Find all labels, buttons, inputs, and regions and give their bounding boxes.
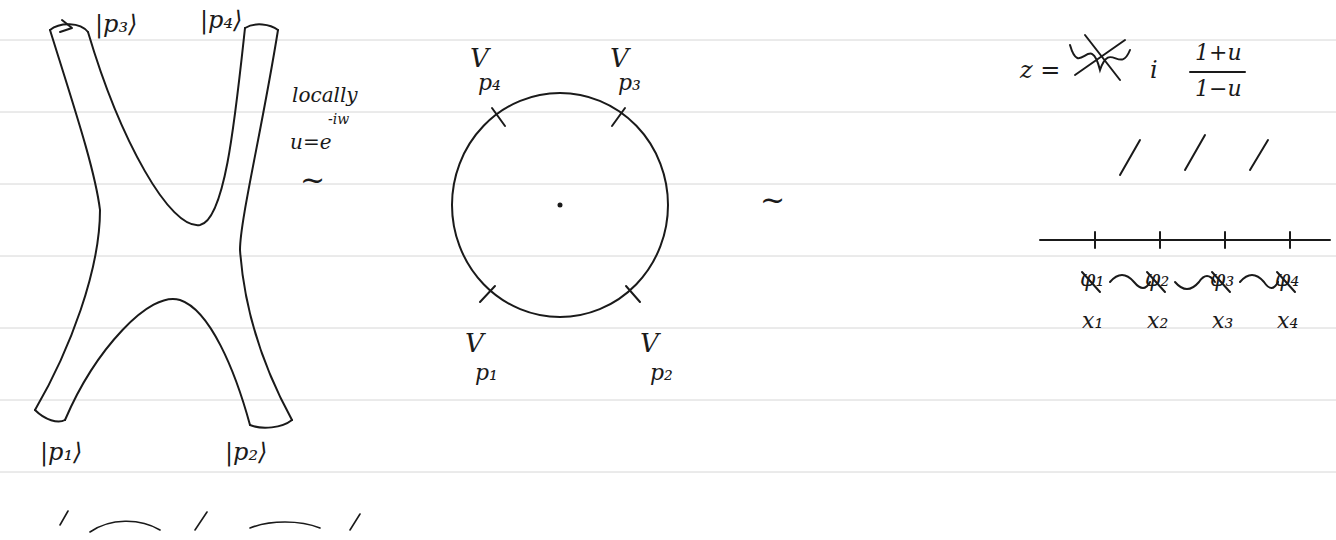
position-label: x₄ [1277,310,1298,332]
vertex-subscript: p₄ [478,72,501,94]
field-label: φ₄ [1275,268,1299,290]
field-label: φ₂ [1145,268,1169,290]
tilde: ~ [300,165,325,195]
state-ket: |p₂⟩ [225,440,267,464]
position-label: x₁ [1082,310,1103,332]
state-ket: |p₃⟩ [95,12,137,36]
vertex-subscript: p₁ [475,362,498,384]
tilde: ~ [760,185,785,215]
note-text: locally [292,85,358,105]
position-label: x₂ [1147,310,1168,332]
vertex-subscript: p₂ [650,362,673,384]
note-text: u=e [290,132,331,152]
vertex-operator: V [470,45,489,71]
field-label: φ₁ [1080,268,1104,290]
vertex-operator: V [610,45,629,71]
equation-text: z = [1020,58,1060,82]
equation-text: 1+u [1195,42,1242,64]
vertex-subscript: p₃ [618,72,641,94]
vertex-operator: V [465,330,484,356]
field-label: φ₃ [1210,268,1234,290]
note-text: -iw [328,112,349,126]
equation-text: 1−u [1195,78,1242,100]
equation-text: i [1150,58,1158,82]
vertex-operator: V [640,330,659,356]
state-ket: |p₁⟩ [40,440,82,464]
position-label: x₃ [1212,310,1233,332]
state-ket: |p₄⟩ [200,8,242,32]
